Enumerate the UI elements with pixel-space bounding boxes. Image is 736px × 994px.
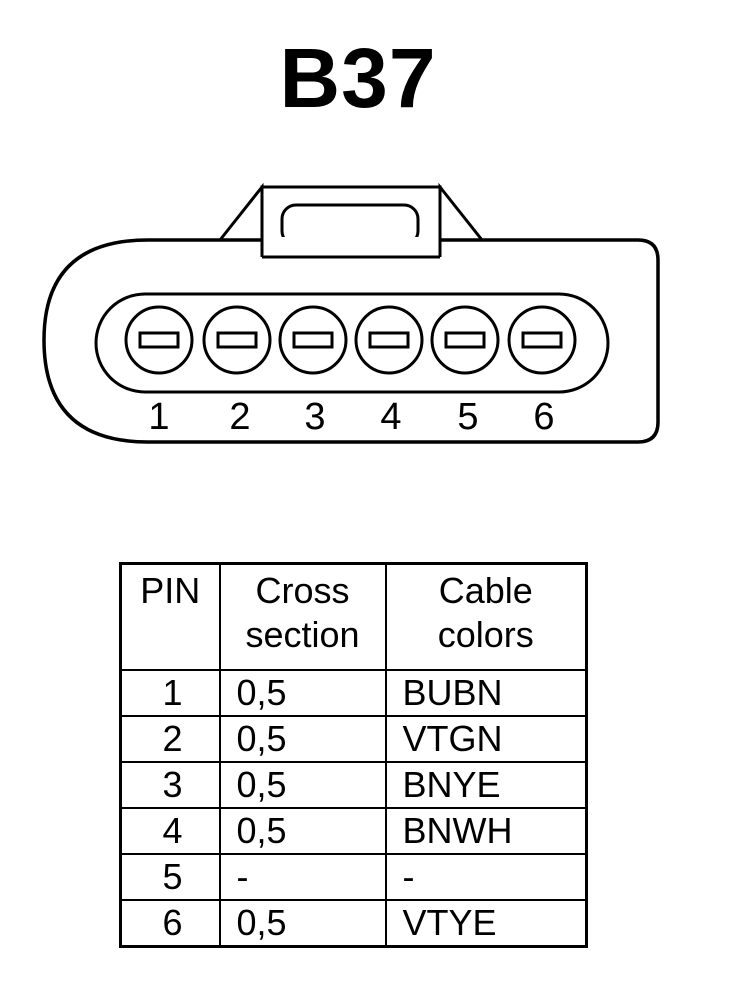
pin-assignment-table: PIN Cross section Cable colors 1 0,5 BUB… bbox=[119, 562, 588, 948]
pin-2 bbox=[202, 305, 272, 375]
header-cable-colors: Cable colors bbox=[384, 562, 588, 671]
cell-cross-section: 0,5 bbox=[218, 807, 387, 855]
table-row: 5 - - bbox=[119, 853, 588, 901]
pin-3 bbox=[278, 305, 348, 375]
cell-cable-color: - bbox=[384, 853, 588, 901]
cell-pin: 4 bbox=[119, 807, 221, 855]
cell-cable-color: VTGN bbox=[384, 715, 588, 763]
cell-cross-section: 0,5 bbox=[218, 669, 387, 717]
table-row: 1 0,5 BUBN bbox=[119, 669, 588, 717]
pin-label-3: 3 bbox=[304, 396, 325, 438]
cell-pin: 1 bbox=[119, 669, 221, 717]
table-row: 3 0,5 BNYE bbox=[119, 761, 588, 809]
header-pin: PIN bbox=[119, 562, 221, 671]
cell-pin: 6 bbox=[119, 899, 221, 948]
pin-label-6: 6 bbox=[533, 396, 554, 438]
pin-label-1: 1 bbox=[148, 396, 169, 438]
connector-title: B37 bbox=[279, 31, 437, 125]
cell-cross-section: 0,5 bbox=[218, 715, 387, 763]
cell-cable-color: BUBN bbox=[384, 669, 588, 717]
connector-pins bbox=[124, 305, 577, 375]
pin-label-4: 4 bbox=[380, 396, 401, 438]
cell-cross-section: 0,5 bbox=[218, 761, 387, 809]
cell-cable-color: BNWH bbox=[384, 807, 588, 855]
connector-drawing: 1 2 3 4 5 6 bbox=[42, 182, 660, 444]
pin-label-2: 2 bbox=[229, 396, 250, 438]
cell-cross-section: - bbox=[218, 853, 387, 901]
cell-pin: 5 bbox=[119, 853, 221, 901]
cell-pin: 2 bbox=[119, 715, 221, 763]
pin-5 bbox=[430, 305, 500, 375]
pin-label-5: 5 bbox=[457, 396, 478, 438]
table-row: 4 0,5 BNWH bbox=[119, 807, 588, 855]
pin-6 bbox=[507, 305, 577, 375]
cell-cable-color: BNYE bbox=[384, 761, 588, 809]
cell-cable-color: VTYE bbox=[384, 899, 588, 948]
cell-pin: 3 bbox=[119, 761, 221, 809]
pin-1 bbox=[124, 305, 194, 375]
cell-cross-section: 0,5 bbox=[218, 899, 387, 948]
table-row: 2 0,5 VTGN bbox=[119, 715, 588, 763]
pin-4 bbox=[354, 305, 424, 375]
table-row: 6 0,5 VTYE bbox=[119, 899, 588, 948]
table-header-row: PIN Cross section Cable colors bbox=[119, 562, 588, 671]
header-cross-section: Cross section bbox=[218, 562, 387, 671]
